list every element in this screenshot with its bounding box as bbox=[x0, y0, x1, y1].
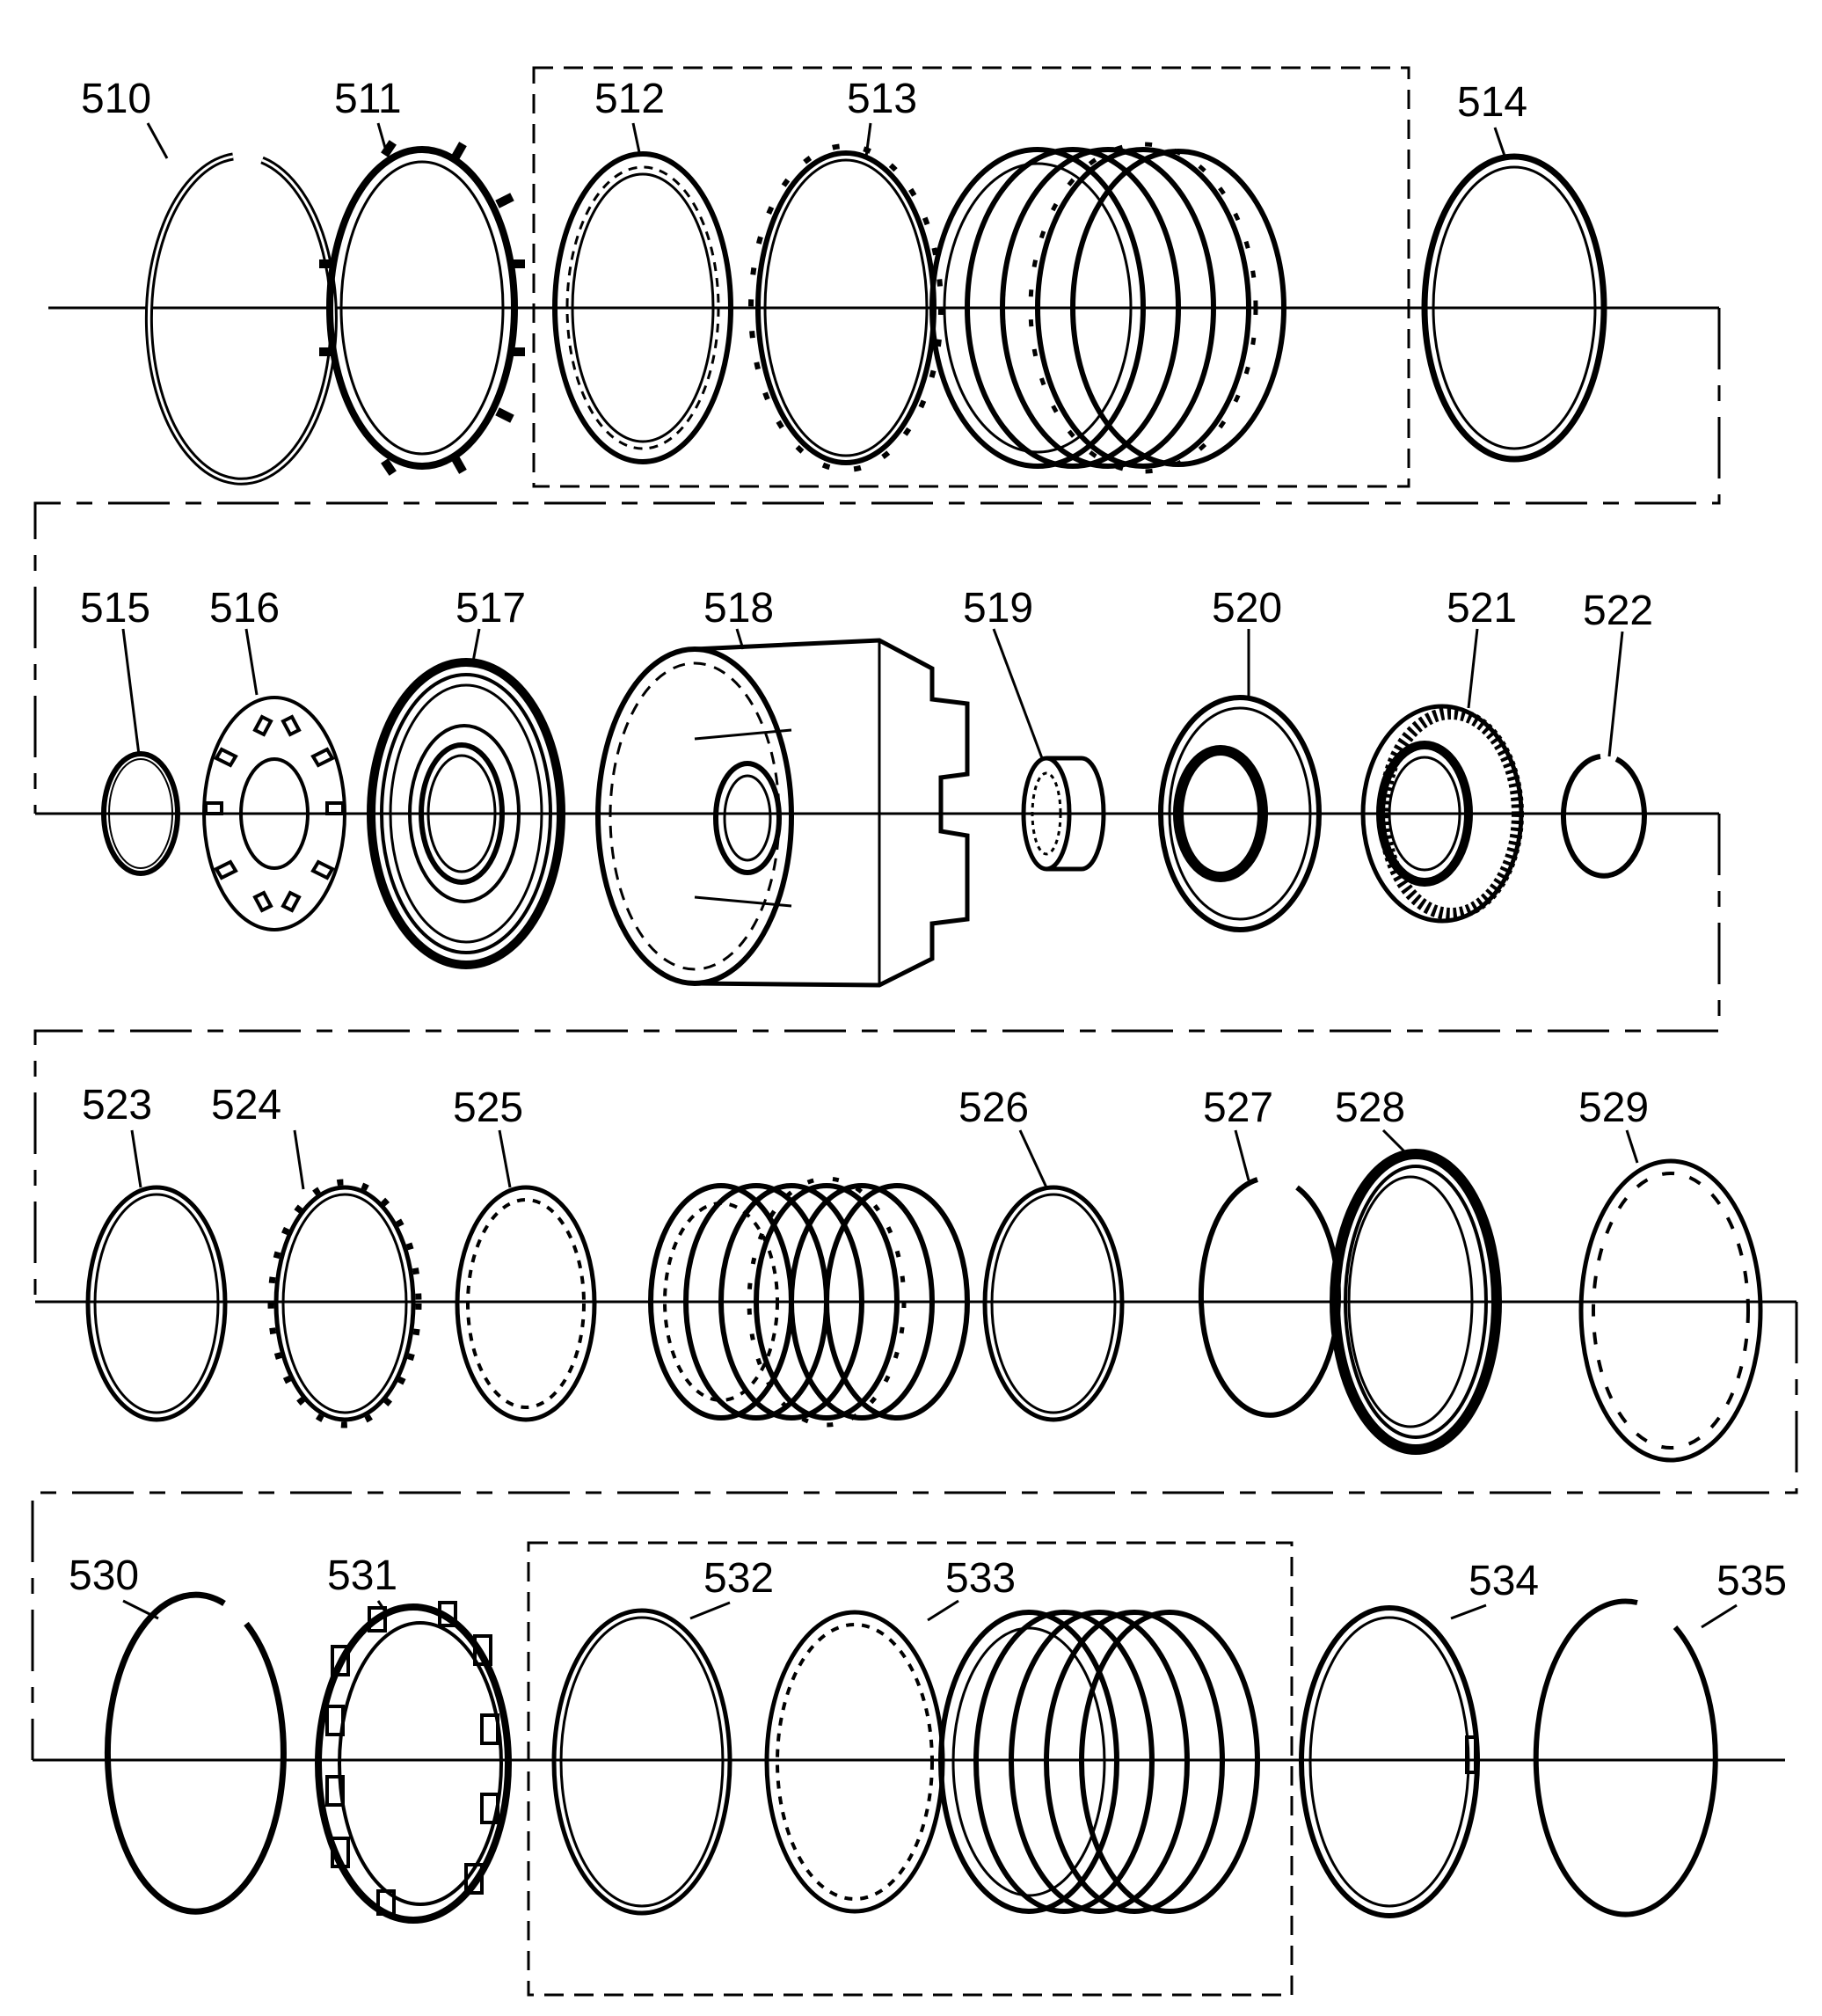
part-520-seal bbox=[1158, 695, 1322, 932]
callout-517: 517 bbox=[456, 585, 526, 632]
callout-510: 510 bbox=[81, 76, 151, 122]
part-519-needle-bearing bbox=[1021, 756, 1106, 872]
leader-lines bbox=[121, 122, 1738, 1629]
part-518-drum-housing bbox=[595, 638, 970, 988]
part-517-piston bbox=[367, 658, 565, 969]
part-522-snap-ring bbox=[1560, 754, 1647, 879]
callout-532: 532 bbox=[703, 1555, 774, 1602]
part-511-toothed-plate bbox=[319, 140, 525, 476]
callout-527: 527 bbox=[1203, 1085, 1273, 1131]
callout-520: 520 bbox=[1212, 585, 1282, 632]
callout-528: 528 bbox=[1335, 1085, 1405, 1131]
callout-521: 521 bbox=[1447, 585, 1517, 632]
part-531-spring-cage bbox=[315, 1601, 512, 1924]
callout-518: 518 bbox=[703, 585, 774, 632]
callout-522: 522 bbox=[1583, 588, 1653, 634]
callout-519: 519 bbox=[963, 585, 1033, 632]
part-525-inner-toothed-plate bbox=[455, 1185, 597, 1422]
part-516-spring-plate bbox=[202, 696, 346, 931]
callout-533: 533 bbox=[945, 1555, 1016, 1602]
part-530-split-ring bbox=[104, 1591, 287, 1915]
part-527-split-ring bbox=[1198, 1177, 1341, 1418]
part-532-plate bbox=[551, 1608, 732, 1916]
part-535-split-ring bbox=[1533, 1598, 1718, 1917]
group-box-row1 bbox=[532, 66, 1410, 488]
part-529-spring-retainer bbox=[1578, 1158, 1763, 1463]
part-512-inner-toothed-plate bbox=[552, 151, 733, 464]
axis-lines bbox=[31, 306, 1798, 1762]
plate-stack-row1 bbox=[929, 142, 1286, 474]
part-515-snap-ring bbox=[101, 751, 180, 876]
callout-514: 514 bbox=[1457, 79, 1527, 126]
part-534-plate bbox=[1299, 1605, 1480, 1918]
callout-530: 530 bbox=[69, 1552, 139, 1599]
part-514-wave-plate bbox=[1421, 153, 1607, 463]
callout-515: 515 bbox=[80, 585, 150, 632]
callout-525: 525 bbox=[453, 1085, 523, 1131]
part-510-split-ring bbox=[144, 152, 338, 486]
part-521-piston-seal bbox=[1360, 704, 1524, 924]
part-533-inner-toothed-plate bbox=[764, 1610, 945, 1914]
callout-512: 512 bbox=[594, 76, 665, 122]
callout-531: 531 bbox=[327, 1552, 397, 1599]
group-box-row4 bbox=[527, 1541, 1294, 1997]
callout-534: 534 bbox=[1469, 1558, 1539, 1604]
plate-stack-row4 bbox=[938, 1610, 1260, 1914]
callout-516: 516 bbox=[209, 585, 280, 632]
callout-513: 513 bbox=[847, 76, 917, 122]
callout-529: 529 bbox=[1578, 1085, 1649, 1131]
callout-535: 535 bbox=[1716, 1558, 1787, 1604]
part-526-plate bbox=[982, 1185, 1125, 1422]
plate-stack-row3 bbox=[648, 1176, 970, 1428]
part-528-piston-ring bbox=[1330, 1149, 1502, 1455]
callout-511: 511 bbox=[334, 76, 402, 122]
callout-524: 524 bbox=[211, 1082, 281, 1129]
part-523-plate bbox=[85, 1185, 228, 1422]
callout-523: 523 bbox=[82, 1082, 152, 1129]
callouts: 510 511 512 513 514 515 516 517 518 519 … bbox=[69, 76, 1787, 1604]
part-524-toothed-plate bbox=[267, 1179, 422, 1428]
callout-526: 526 bbox=[958, 1085, 1029, 1131]
